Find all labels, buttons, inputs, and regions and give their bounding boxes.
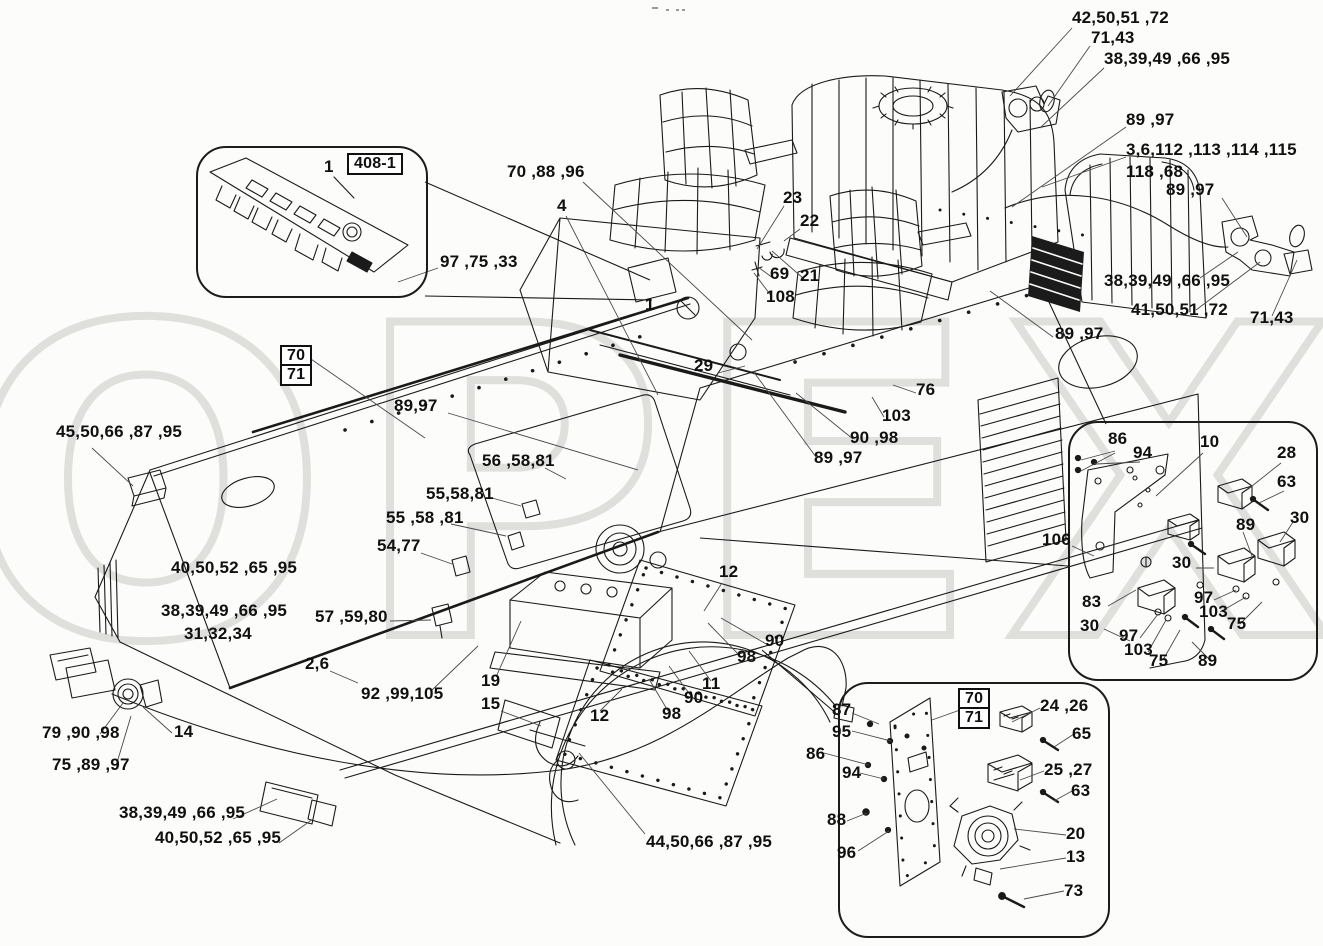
part-label: 42,50,51 ,72 bbox=[1072, 8, 1169, 27]
part-label: 29 bbox=[694, 356, 714, 375]
part-label: 23 bbox=[783, 188, 803, 207]
part-label: 3,6,112 ,113 ,114 ,115 bbox=[1126, 140, 1297, 159]
watermark-text: ОРЕХ bbox=[0, 237, 1323, 737]
part-label: 89 ,97 bbox=[1055, 324, 1104, 343]
part-label: 30 bbox=[1172, 553, 1192, 572]
part-label: 90 bbox=[684, 688, 704, 707]
ref-box-label: 71 bbox=[958, 707, 991, 729]
part-label: 40,50,52 ,65 ,95 bbox=[171, 558, 298, 577]
part-label: 11 bbox=[702, 674, 721, 693]
part-label: 88 bbox=[827, 810, 847, 829]
part-label: 55,58,81 bbox=[426, 484, 494, 503]
part-label: 63 bbox=[1071, 781, 1091, 800]
part-label: 30 bbox=[1080, 616, 1100, 635]
part-label: 19 bbox=[481, 671, 501, 690]
part-label: 73 bbox=[1064, 881, 1084, 900]
part-label: 89 bbox=[1236, 515, 1256, 534]
part-label: 38,39,49 ,66 ,95 bbox=[119, 803, 246, 822]
ref-box-label: 408-1 bbox=[347, 153, 403, 175]
callout-wedge-lines bbox=[424, 181, 1107, 716]
part-label: 21 bbox=[800, 266, 820, 285]
part-label: 90 ,98 bbox=[850, 428, 899, 447]
part-label: 4 bbox=[557, 196, 567, 215]
part-label: 75 bbox=[1149, 651, 1169, 670]
part-label: 41,50,51 ,72 bbox=[1131, 300, 1228, 319]
part-label: 89,97 bbox=[394, 396, 438, 415]
ref-box-label: 71 bbox=[280, 364, 313, 386]
part-label: 96 bbox=[837, 843, 857, 862]
part-label: 89 bbox=[1198, 651, 1218, 670]
part-label: 13 bbox=[1066, 847, 1086, 866]
part-label: 89 ,97 bbox=[1126, 110, 1175, 129]
part-label: 98 bbox=[737, 647, 757, 666]
part-label: 89 ,97 bbox=[814, 448, 863, 467]
part-label: 90 bbox=[765, 631, 785, 650]
ref-box-label: 70 bbox=[958, 688, 991, 710]
part-label: 94 bbox=[842, 763, 862, 782]
inset-contents bbox=[209, 157, 1296, 909]
part-label: 63 bbox=[1277, 472, 1297, 491]
inset-box-fuse-panel bbox=[196, 146, 428, 298]
part-label: 20 bbox=[1066, 824, 1086, 843]
leader-lines bbox=[91, 27, 1298, 900]
part-label: 71,43 bbox=[1091, 28, 1135, 47]
part-label: 69 bbox=[770, 264, 790, 283]
part-label: 12 bbox=[590, 706, 610, 725]
part-label: 75 ,89 ,97 bbox=[52, 755, 130, 774]
part-label: 70 ,88 ,96 bbox=[507, 162, 585, 181]
part-label: 40,50,52 ,65 ,95 bbox=[155, 828, 282, 847]
part-label: 14 bbox=[174, 722, 194, 741]
part-label: 98 bbox=[662, 704, 682, 723]
part-label: 25 ,27 bbox=[1044, 760, 1093, 779]
part-label: 1 bbox=[645, 295, 655, 314]
part-label: 86 bbox=[806, 744, 826, 763]
part-label: 30 bbox=[1290, 508, 1310, 527]
part-label: 2,6 bbox=[305, 654, 330, 673]
part-label: 15 bbox=[481, 694, 501, 713]
part-label: 92 ,99,105 bbox=[361, 684, 444, 703]
part-label: 87 bbox=[832, 700, 852, 719]
part-label: 95 bbox=[832, 722, 852, 741]
part-label: 22 bbox=[800, 211, 820, 230]
part-label: 54,77 bbox=[377, 536, 421, 555]
part-label: 79 ,90 ,98 bbox=[42, 723, 120, 742]
part-label: 56 ,58,81 bbox=[482, 451, 555, 470]
part-label: 24 ,26 bbox=[1040, 696, 1089, 715]
part-label: 57 ,59,80 bbox=[315, 607, 388, 626]
part-label: 83 bbox=[1082, 592, 1102, 611]
print-specks bbox=[652, 7, 685, 11]
part-label: 103 bbox=[1124, 640, 1153, 659]
part-label: 44,50,66 ,87 ,95 bbox=[646, 832, 773, 851]
part-label: 103 bbox=[1199, 602, 1228, 621]
part-label: 12 bbox=[719, 562, 739, 581]
inset-box-relays bbox=[1068, 421, 1318, 681]
part-label: 97 bbox=[1194, 588, 1214, 607]
part-label: 89 ,97 bbox=[1166, 180, 1215, 199]
part-label: 75 bbox=[1227, 614, 1247, 633]
part-label: 118 ,68 bbox=[1126, 162, 1184, 181]
part-label: 31,32,34 bbox=[184, 624, 252, 643]
inset-box-connector-panel bbox=[838, 682, 1110, 938]
part-label: 76 bbox=[916, 380, 936, 399]
part-label: 106 bbox=[1042, 530, 1071, 549]
part-label: 103 bbox=[882, 406, 911, 425]
part-label: 28 bbox=[1277, 443, 1297, 462]
part-label: 38,39,49 ,66 ,95 bbox=[161, 601, 288, 620]
part-label: 1 bbox=[324, 157, 334, 176]
part-label: 65 bbox=[1072, 724, 1092, 743]
part-label: 45,50,66 ,87 ,95 bbox=[56, 422, 183, 441]
part-label: 86 bbox=[1108, 429, 1128, 448]
part-label: 38,39,49 ,66 ,95 bbox=[1104, 271, 1231, 290]
part-label: 94 bbox=[1133, 443, 1153, 462]
part-label: 71,43 bbox=[1250, 308, 1294, 327]
part-label: 55 ,58 ,81 bbox=[386, 508, 464, 527]
part-label: 38,39,49 ,66 ,95 bbox=[1104, 49, 1231, 68]
part-label: 10 bbox=[1200, 432, 1220, 451]
part-label: 97 ,75 ,33 bbox=[440, 252, 518, 271]
part-label: 97 bbox=[1119, 626, 1139, 645]
part-label: 108 bbox=[766, 287, 795, 306]
